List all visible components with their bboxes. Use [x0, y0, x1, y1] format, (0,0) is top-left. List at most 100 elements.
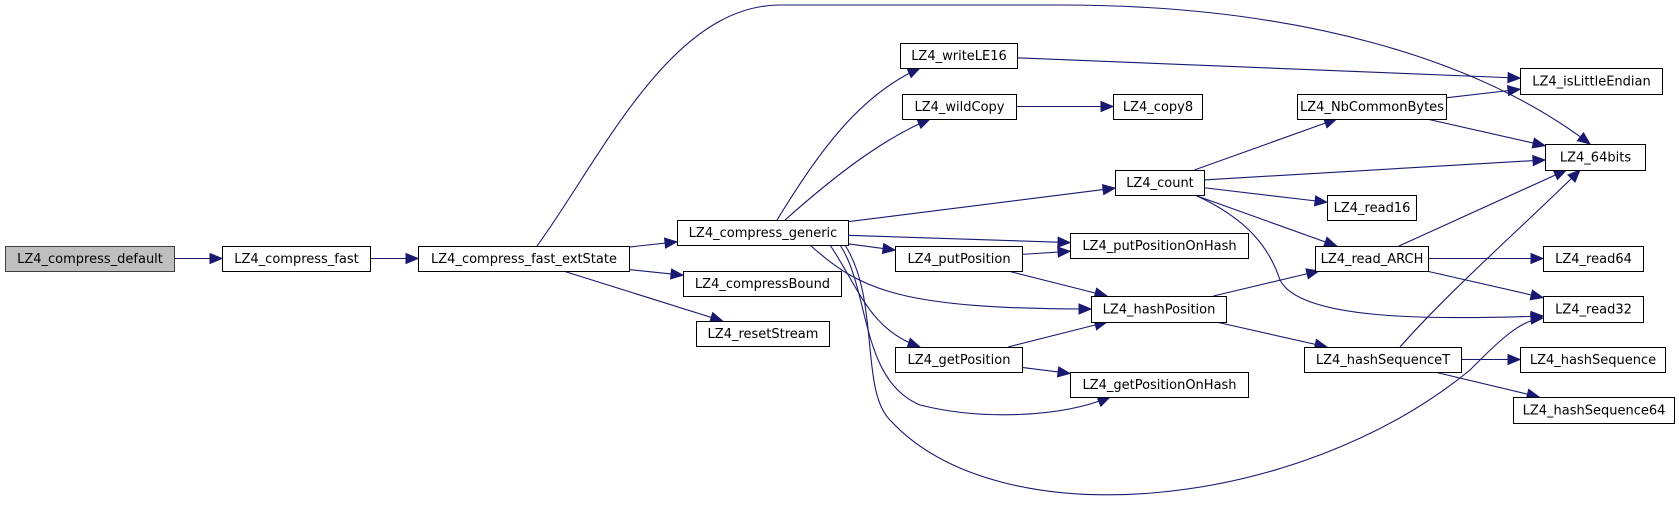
arrowhead-putPosition-putPositionOnHash [1057, 246, 1072, 258]
edge-compress_fast_extState-to-64bits [536, 4, 1592, 247]
node-box[interactable] [1297, 94, 1447, 120]
node-getPosition[interactable]: LZ4_getPosition [895, 347, 1023, 373]
node-box[interactable] [1520, 68, 1663, 95]
edge-compress_default-to-compress_fast [174, 252, 224, 265]
node-label: LZ4_compress_fast [234, 252, 358, 267]
edge-count-to-read_ARCH [1194, 194, 1338, 248]
node-writeLE16[interactable]: LZ4_writeLE16 [900, 43, 1018, 69]
node-box[interactable] [1304, 347, 1462, 373]
node-compress_default[interactable]: LZ4_compress_default [5, 246, 175, 272]
node-label: LZ4_read16 [1334, 201, 1411, 216]
node-read64[interactable]: LZ4_read64 [1543, 246, 1644, 272]
node-box[interactable] [1545, 144, 1646, 171]
edge-compress_generic-to-count [847, 183, 1117, 223]
node-box[interactable] [418, 246, 630, 272]
node-wildCopy[interactable]: LZ4_wildCopy [902, 94, 1017, 120]
node-box[interactable] [1091, 296, 1227, 323]
arrowhead-count-read_ARCH [1322, 236, 1338, 248]
edge-compress_generic-to-wildCopy [784, 118, 932, 221]
edge-line [1398, 169, 1567, 247]
node-box[interactable] [1513, 397, 1675, 424]
node-putPositionOnHash[interactable]: LZ4_putPositionOnHash [1070, 233, 1249, 259]
edge-compress_generic-to-putPositionOnHash [847, 234, 1072, 248]
edge-line [784, 118, 931, 221]
node-label: LZ4_compress_generic [689, 226, 838, 241]
node-box[interactable] [1520, 347, 1666, 373]
node-copy8[interactable]: LZ4_copy8 [1113, 94, 1203, 120]
edge-line [847, 187, 1116, 223]
node-label: LZ4_isLittleEndian [1532, 75, 1651, 90]
node-isLittleEndian[interactable]: LZ4_isLittleEndian [1520, 68, 1663, 95]
node-box[interactable] [1543, 246, 1644, 272]
arrowhead-read_ARCH-64bits [1552, 169, 1568, 181]
arrowhead-compress_generic-getPositionOnHash [1096, 396, 1112, 408]
node-compress_fast[interactable]: LZ4_compress_fast [222, 246, 371, 272]
node-label: LZ4_getPositionOnHash [1082, 378, 1236, 393]
node-label: LZ4_compress_default [17, 252, 163, 267]
arrowhead-hashSequenceT-64bits [1567, 169, 1581, 183]
edge-line [1216, 321, 1328, 348]
node-box[interactable] [1070, 372, 1249, 398]
node-hashSequence[interactable]: LZ4_hashSequence [1520, 347, 1666, 373]
node-box[interactable] [1315, 246, 1429, 272]
node-box[interactable] [900, 43, 1018, 69]
node-count[interactable]: LZ4_count [1115, 170, 1205, 196]
arrowhead-compress_generic-count [1101, 183, 1117, 196]
arrowhead-compress_fast_extState-resetStream [709, 311, 724, 323]
node-label: LZ4_compress_fast_extState [431, 252, 617, 267]
node-hashSequence64[interactable]: LZ4_hashSequence64 [1513, 397, 1675, 424]
edge-count-to-read32 [1194, 194, 1545, 323]
node-box[interactable] [1113, 94, 1203, 120]
node-label: LZ4_64bits [1560, 151, 1631, 166]
node-NbCommonBytes[interactable]: LZ4_NbCommonBytes [1297, 94, 1447, 120]
arrowhead-compress_generic-putPositionOnHash [1057, 236, 1072, 248]
edge-line [839, 244, 1111, 416]
edge-getPosition-to-hashPosition [1007, 319, 1109, 348]
node-hashPosition[interactable]: LZ4_hashPosition [1091, 296, 1227, 323]
node-box[interactable] [1070, 233, 1249, 259]
edge-line [809, 244, 1092, 310]
arrowhead-compress_fast_extState-compressBound [669, 268, 685, 280]
edge-line [1194, 194, 1544, 319]
node-box[interactable] [222, 246, 371, 272]
edge-compress_fast_extState-to-compress_generic [628, 237, 679, 249]
node-read16[interactable]: LZ4_read16 [1327, 195, 1417, 221]
node-putPosition[interactable]: LZ4_putPosition [895, 246, 1023, 272]
node-box[interactable] [683, 271, 842, 297]
node-64bits[interactable]: LZ4_64bits [1545, 144, 1646, 171]
node-label: LZ4_putPosition [907, 252, 1010, 267]
edge-line [1194, 194, 1337, 247]
arrowhead-NbCommonBytes-isLittleEndian [1506, 84, 1522, 97]
node-box[interactable] [895, 246, 1023, 272]
arrowhead-count-read16 [1313, 195, 1329, 207]
node-box[interactable] [5, 246, 175, 272]
node-read32[interactable]: LZ4_read32 [1543, 296, 1644, 323]
node-box[interactable] [696, 321, 830, 347]
node-label: LZ4_putPositionOnHash [1082, 239, 1236, 254]
arrowhead-wildCopy-copy8 [1100, 100, 1115, 113]
node-box[interactable] [677, 220, 849, 246]
node-resetStream[interactable]: LZ4_resetStream [696, 321, 830, 347]
node-compressBound[interactable]: LZ4_compressBound [683, 271, 842, 297]
edge-line [1213, 270, 1319, 297]
node-compress_generic[interactable]: LZ4_compress_generic [677, 220, 849, 246]
arrowhead-compress_generic-hashPosition [1078, 303, 1093, 315]
node-compress_fast_extState[interactable]: LZ4_compress_fast_extState [418, 246, 630, 272]
node-label: LZ4_getPosition [908, 353, 1011, 368]
node-box[interactable] [1543, 296, 1644, 323]
node-getPositionOnHash[interactable]: LZ4_getPositionOnHash [1070, 372, 1249, 398]
arrowhead-compress_generic-writeLE16 [906, 67, 922, 79]
node-box[interactable] [895, 347, 1023, 373]
node-label: LZ4_hashPosition [1103, 303, 1216, 318]
edge-putPosition-to-hashPosition [1007, 270, 1109, 299]
arrowhead-compress_fast_extState-64bits [1576, 131, 1592, 145]
node-label: LZ4_count [1126, 176, 1194, 191]
arrowhead-NbCommonBytes-64bits [1531, 137, 1547, 149]
edge-hashPosition-to-read_ARCH [1213, 268, 1321, 297]
node-hashSequenceT[interactable]: LZ4_hashSequenceT [1304, 347, 1462, 373]
edge-line [1194, 118, 1337, 171]
node-read_ARCH[interactable]: LZ4_read_ARCH [1315, 246, 1429, 272]
node-box[interactable] [902, 94, 1017, 120]
node-box[interactable] [1327, 195, 1417, 221]
node-box[interactable] [1115, 170, 1205, 196]
